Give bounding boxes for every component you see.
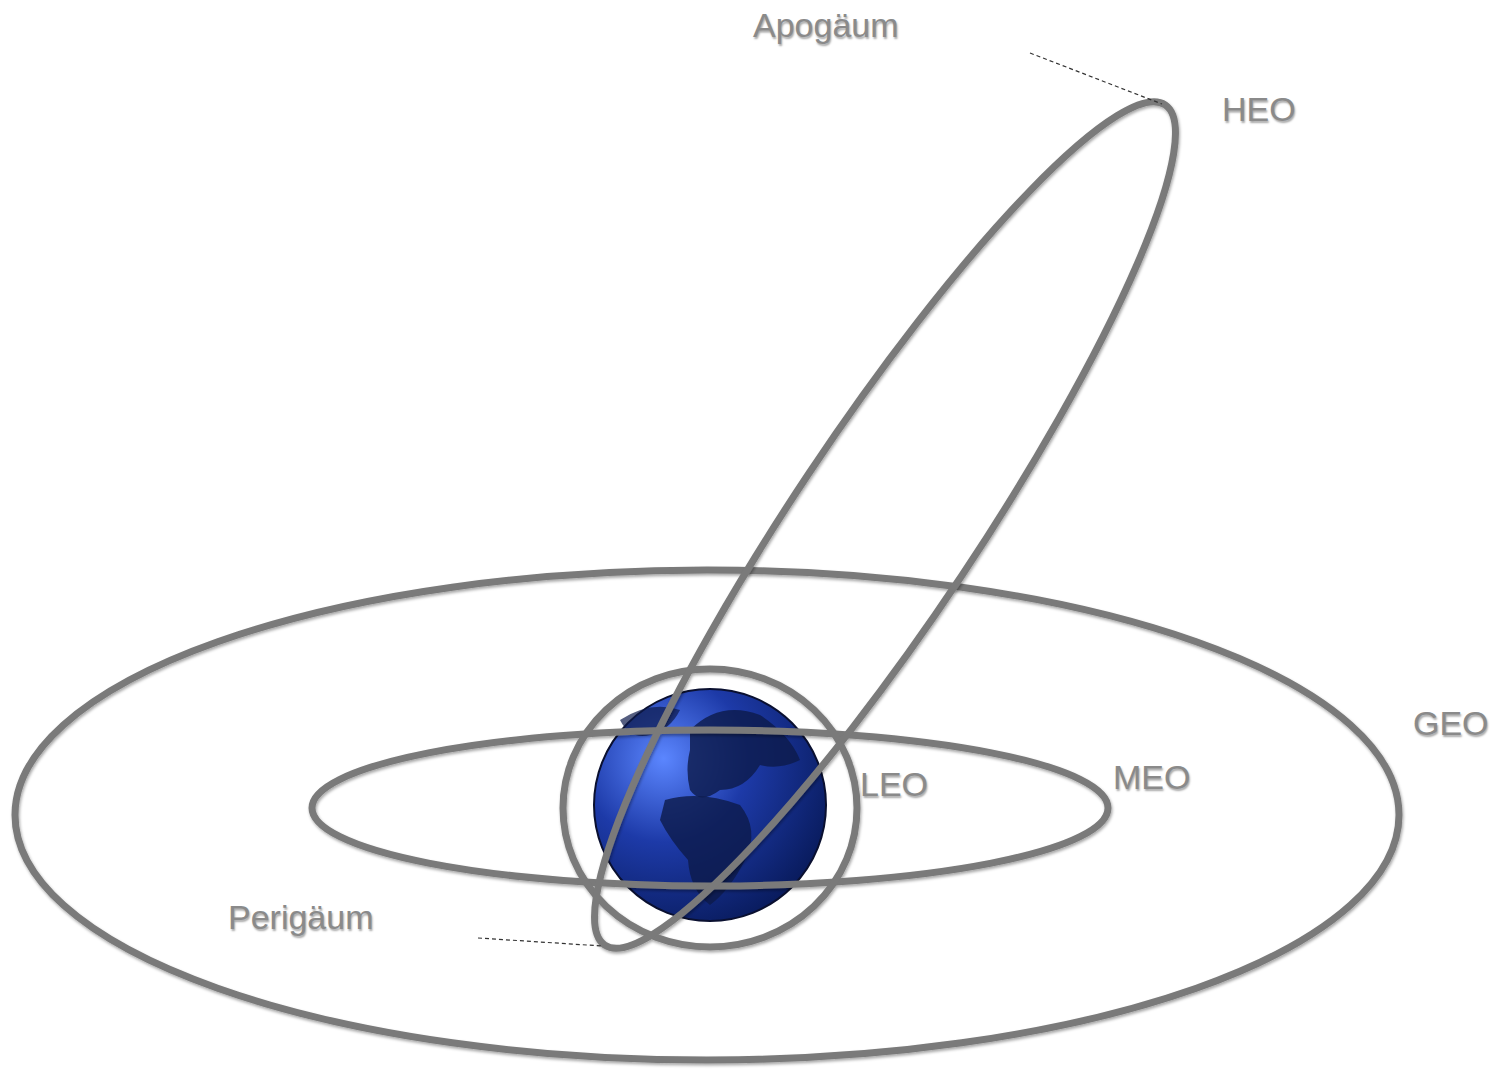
meo-orbit — [312, 730, 1108, 886]
leader-line — [478, 938, 602, 946]
orbit-lines-front — [312, 54, 1242, 996]
heo-orbit — [528, 54, 1241, 996]
apogee-label: Apogäum — [753, 8, 899, 42]
orbit-label: HEO — [1222, 92, 1296, 126]
leader-line — [1030, 53, 1162, 104]
orbit-label: LEO — [860, 767, 928, 801]
orbit-label: GEO — [1413, 706, 1489, 740]
leo-orbit — [563, 669, 857, 947]
perigee-label: Perigäum — [228, 900, 374, 934]
orbit-label: MEO — [1113, 760, 1190, 794]
